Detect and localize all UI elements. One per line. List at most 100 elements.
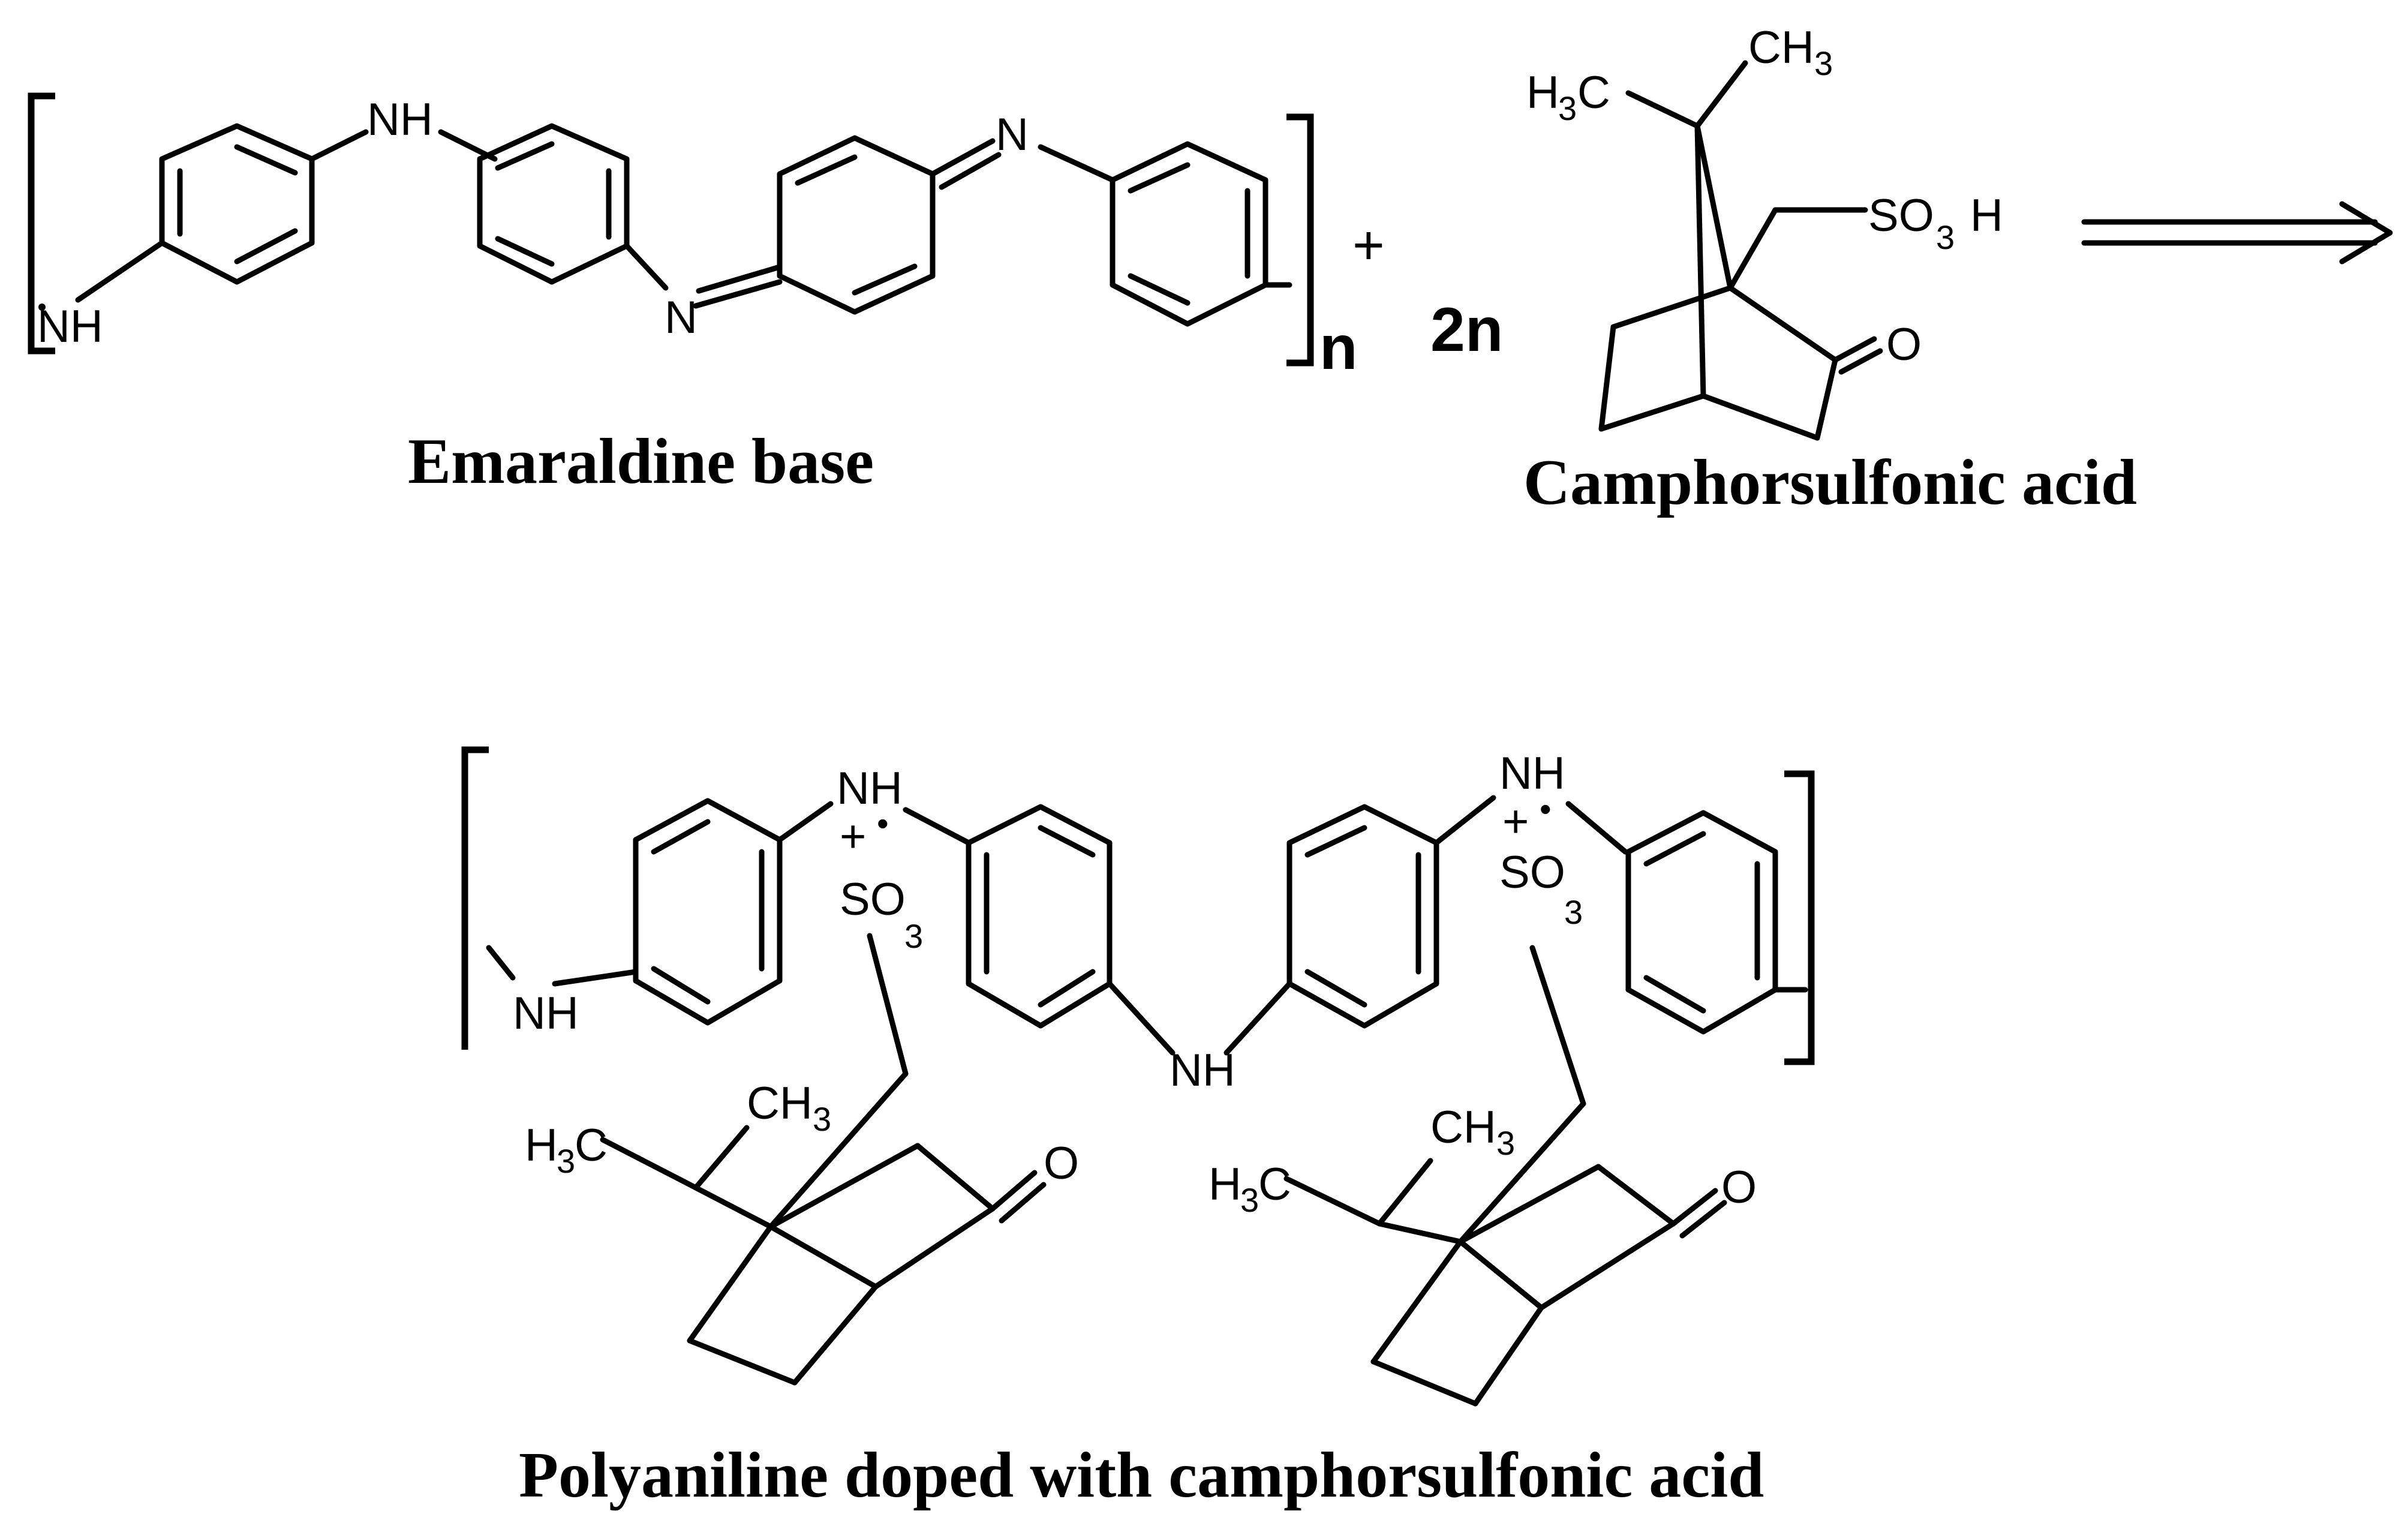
cu1-bond-ring-e [687,1224,774,1344]
ring-2 [477,123,630,285]
cu1-bond-ring-g [792,1284,879,1386]
left-bracket-top [28,92,55,355]
bond-nhc-ring3b [1223,981,1292,1056]
cu1-methyl-right-sub: 3 [813,1100,831,1138]
csa-methyl-left-h: H [1526,67,1559,118]
atom-nh-center: NH [1170,1045,1235,1096]
cu2-carbonyl-o: O [1721,1162,1757,1213]
ring-3b [1286,804,1439,1029]
cu2-methyl-left-sub: 3 [1240,1181,1259,1219]
cu2-bond-ring-g [1472,1305,1544,1407]
atom-so3-1-sub: 3 [904,917,923,955]
charge-plus-2: + [1502,796,1529,847]
csa-label: Camphorsulfonic acid [1523,447,2137,518]
ring-1-double-a [234,144,298,176]
cu2-bond-ring-f [1370,1359,1478,1407]
cu1-methyl-right: CH [747,1078,813,1129]
cu1-bond-ring-b [915,1143,996,1212]
bond-so3-1-down [867,933,909,1077]
cu2-bond-carbonyl-b [1679,1200,1727,1239]
bond-ring3-n2-a [930,138,996,177]
bond-ring-e [1598,324,1616,432]
ring-1b-double-a [651,819,711,855]
ring-1-double-b [234,228,298,265]
cu2-bond-ring-b [1595,1164,1676,1227]
csa-methyl-left-sub: 3 [1558,89,1577,127]
bond-so3-2-down [1529,945,1586,1107]
ring-2b-double-c [1038,969,1096,1008]
cu1-bond-methyl-right [693,1125,750,1191]
bond-ch2-1 [768,1071,909,1230]
camphorsulfonic-acid-structure: H 3 C CH 3 SO 3 H O [1526,22,2003,441]
ring-2-double-a [495,141,555,171]
ring-4 [1110,141,1268,327]
bond-terminal-tick [486,945,516,981]
bond-methyl-right [1694,60,1748,129]
csa-methyl-right: CH [1748,22,1814,73]
csa-so3h-sub: 3 [1936,218,1955,256]
cu2-bond-bridge [1376,1221,1463,1245]
bond-bridge-head [1694,123,1733,291]
ring-2b [966,804,1113,1029]
camphor-counterion-2: H 3 C CH 3 O [1208,1102,1757,1407]
cu1-bond-methyl-left [600,1137,699,1191]
bond-nh2-ring4b [1565,801,1628,855]
camphor-counterion-1: H 3 C CH 3 O [525,1078,1079,1386]
cu1-bond-carbonyl-a [990,1170,1038,1212]
cu2-bond-methyl-right [1376,1158,1433,1227]
bond-n1-ring3-b [693,279,783,309]
ring-4b-double-a [1643,831,1706,867]
radical-dot-2: • [1540,790,1552,828]
plus-sign: + [1352,215,1385,276]
cu1-bond-carbonyl-b [999,1182,1047,1224]
emeraldine-base-structure: NH NH N N n [28,92,1358,383]
ring-3-double-b [852,263,918,296]
cu2-bond-carbonyl-a [1670,1188,1718,1227]
reaction-arrow [2081,201,2393,265]
ring-3b-double-c [1304,969,1367,1008]
ring-1b [633,798,783,1026]
ring-4b [1625,810,1778,1035]
bond-ring-c [1700,393,1820,441]
csa-so3h-h: H [1970,190,2003,241]
charge-plus-1: + [840,811,866,862]
bond-ring-d [1598,393,1706,432]
bond-ring2-n1 [624,243,669,291]
cu1-methyl-left-sub: 3 [557,1142,575,1180]
cu2-methyl-left-c: C [1258,1159,1291,1210]
bond-n2-ring4 [1038,144,1116,183]
cu2-bond-ring-e [1370,1239,1463,1365]
atom-so3-1: SO [840,874,906,925]
csa-methyl-right-sub: 3 [1814,44,1833,82]
cu1-bond-ring-f [687,1338,798,1386]
cu2-bond-ring-d [1457,1239,1544,1311]
bond-ring-f [1610,285,1733,330]
cu2-methyl-right: CH [1430,1102,1496,1153]
bond-ch2-2 [1457,1101,1586,1245]
atom-nh-terminal-b: NH [513,988,579,1039]
cu2-bond-ring-a [1457,1164,1601,1245]
radical-dot-top [38,304,46,311]
bond-carbonyl-a [1832,336,1877,363]
bond-ring3b-nh2 [1433,795,1496,846]
bond-ch2 [1727,207,1778,291]
right-bracket-top [1286,113,1314,367]
csa-methyl-left-c: C [1577,67,1610,118]
bond-methyl-left [1625,90,1700,129]
doped-polyaniline-structure: NH NH + • SO 3 NH NH + • SO 3 [461,746,1815,1245]
ring-4-double-a [1128,162,1191,194]
bond-ring3-n2-b [939,152,1002,190]
cu2-methyl-left-h: H [1208,1159,1241,1210]
ring-2b-double-a [1038,825,1096,858]
cu1-bond-bridge [693,1185,774,1230]
atom-so3-2: SO [1499,847,1565,898]
bond-carbonyl-b [1838,348,1883,375]
atom-nh-terminal: NH [37,301,103,352]
product-label: Polyaniline doped with camphorsulfonic a… [519,1440,1764,1511]
atom-n-imine-2: N [996,109,1029,160]
atom-n-imine-1: N [665,292,698,343]
atom-nh-bridge: NH [367,94,433,145]
bond-ring2b-nhc [1107,981,1176,1056]
cu1-bond-ring-c [873,1206,996,1290]
